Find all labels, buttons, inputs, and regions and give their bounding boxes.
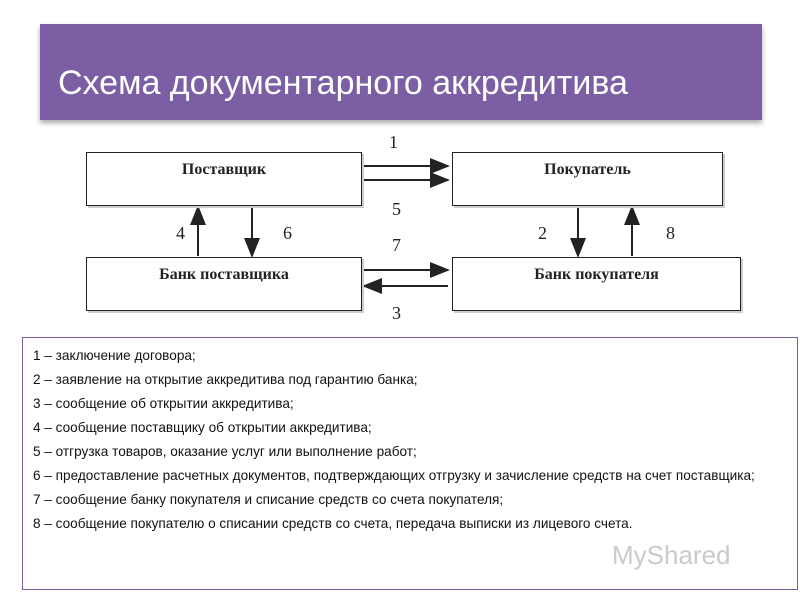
flow-arrows: [190, 158, 640, 294]
slide-title: Схема документарного аккредитива: [58, 64, 628, 102]
buyer-box: Покупатель: [452, 152, 723, 206]
legend-box: 1 – заключение договора; 2 – заявление н…: [22, 337, 798, 590]
legend-item: 7 – сообщение банку покупателя и списани…: [33, 492, 504, 507]
legend-item: 3 – сообщение об открытии аккредитива;: [33, 396, 294, 411]
arrow-label-2: 2: [538, 223, 547, 243]
supplier-box: Поставщик: [86, 152, 362, 206]
buyer-bank-box: Банк покупателя: [452, 257, 741, 311]
legend-item: 6 – предоставление расчетных документов,…: [33, 468, 755, 483]
arrow-label-6: 6: [283, 223, 292, 243]
title-banner: Схема документарного аккредитива: [40, 24, 762, 120]
legend-item: 5 – отгрузка товаров, оказание услуг или…: [33, 444, 417, 459]
watermark: MyShared: [612, 540, 731, 570]
supplier-bank-label: Банк поставщика: [159, 266, 289, 283]
legend-item: 2 – заявление на открытие аккредитива по…: [33, 372, 418, 387]
arrow-label-1: 1: [389, 132, 398, 152]
supplier-bank-box: Банк поставщика: [86, 257, 362, 311]
arrow-label-8: 8: [666, 223, 675, 243]
arrow-label-4: 4: [176, 223, 185, 243]
legend-item: 8 – сообщение покупателю о списании сред…: [33, 516, 633, 531]
buyer-bank-label: Банк покупателя: [534, 266, 659, 283]
arrow-label-7: 7: [392, 235, 401, 255]
legend-item: 1 – заключение договора;: [33, 348, 196, 363]
arrow-label-3: 3: [392, 303, 401, 323]
arrow-label-5: 5: [392, 199, 401, 219]
supplier-label: Поставщик: [181, 161, 267, 178]
buyer-label: Покупатель: [544, 161, 631, 178]
legend-item: 4 – сообщение поставщику об открытии акк…: [33, 420, 372, 435]
